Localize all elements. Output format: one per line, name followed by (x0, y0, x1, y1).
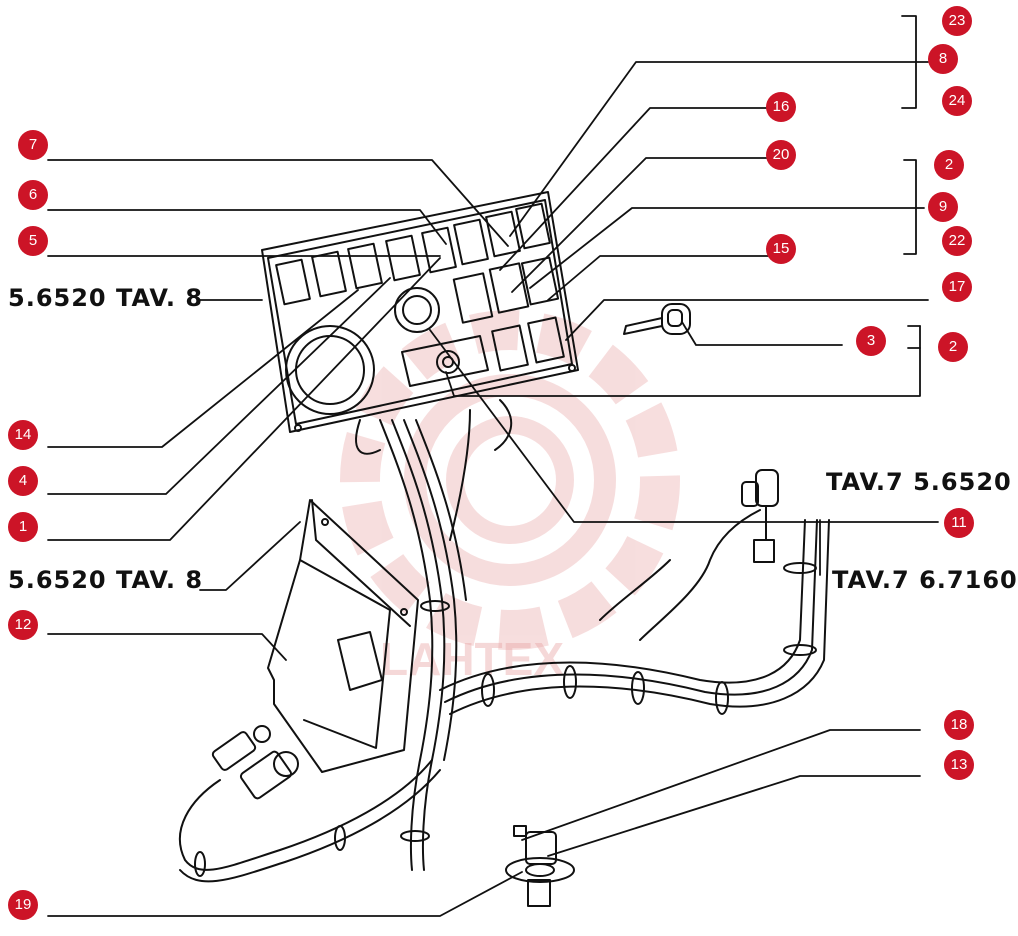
reference-control-unit: 5.6520 TAV. 8 (8, 566, 204, 594)
callout-15: 15 (766, 234, 796, 264)
wire-harness (179, 399, 830, 883)
callout-4: 4 (8, 466, 38, 496)
callout-7: 7 (18, 130, 48, 160)
callout-9: 9 (928, 192, 958, 222)
sensor (505, 825, 575, 907)
callout-3: 3 (856, 326, 886, 356)
callout-5: 5 (18, 226, 48, 256)
callout-2-key: 2 (938, 332, 968, 362)
gear-watermark-icon (340, 310, 680, 650)
callout-20: 20 (766, 140, 796, 170)
callout-1: 1 (8, 512, 38, 542)
callout-16: 16 (766, 92, 796, 122)
callout-22: 22 (942, 226, 972, 256)
callout-11: 11 (944, 508, 974, 538)
callout-8: 8 (928, 44, 958, 74)
connector-plugs (211, 725, 299, 800)
control-unit (267, 499, 419, 773)
callout-14: 14 (8, 420, 38, 450)
reference-harness: TAV.7 6.7160 (832, 566, 1018, 594)
leader-lines (47, 15, 939, 917)
ignition-key (623, 303, 691, 335)
callout-19: 19 (8, 890, 38, 920)
callout-6: 6 (18, 180, 48, 210)
callout-18: 18 (944, 710, 974, 740)
key-switch (741, 469, 779, 563)
callout-17: 17 (942, 272, 972, 302)
reference-panel: 5.6520 TAV. 8 (8, 284, 204, 312)
callout-23: 23 (942, 6, 972, 36)
callout-2: 2 (934, 150, 964, 180)
callout-24: 24 (942, 86, 972, 116)
callout-13: 13 (944, 750, 974, 780)
callout-12: 12 (8, 610, 38, 640)
reference-key-switch: TAV.7 5.6520 (826, 468, 1012, 496)
